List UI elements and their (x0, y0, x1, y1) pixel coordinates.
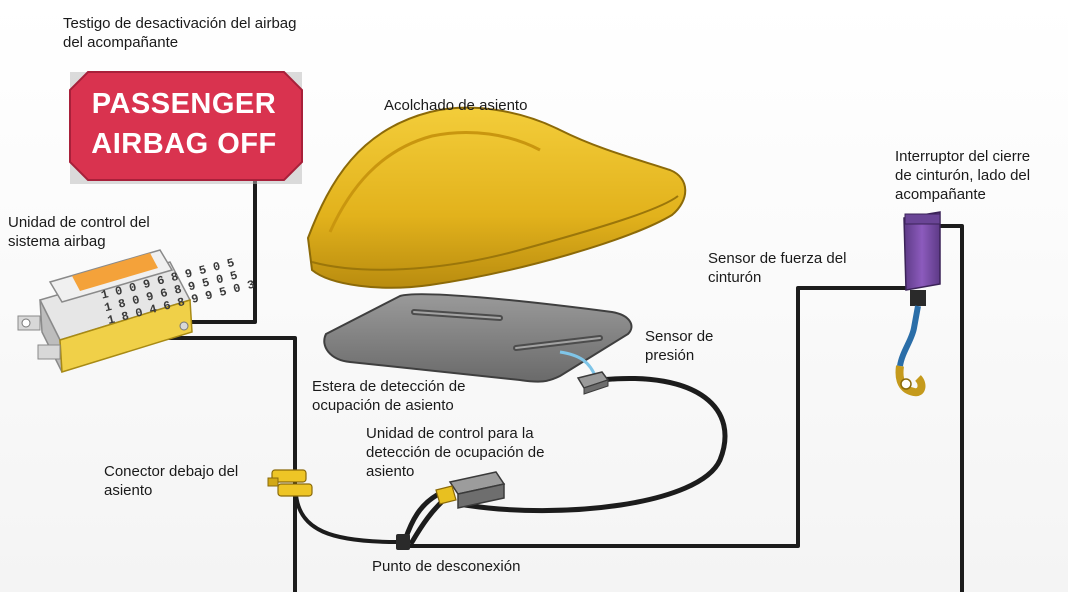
seat-connector (267, 469, 313, 497)
label-belt-switch: Interruptor del cierre de cinturón, lado… (895, 148, 1031, 203)
airbag-off-sign-text: PASSENGER AIRBAG OFF (91, 88, 277, 160)
unit-to-disconnect-cable-a (402, 492, 440, 543)
label-seat-connector: Conector debajo del asiento (104, 463, 239, 499)
connector-to-disconnect-wire (294, 493, 400, 544)
belt-switch-wire (938, 224, 964, 592)
airbag-off-lamp (69, 71, 303, 184)
seat-cushion (306, 106, 687, 289)
label-warning-lamp: Testigo de desactivación del airbag del … (63, 15, 297, 51)
pressure-sensor (576, 371, 610, 395)
ecu-to-connector-wire (130, 345, 290, 360)
airbag-control-unit (17, 249, 193, 373)
occupancy-control-unit (435, 471, 506, 509)
disconnect-point (396, 534, 410, 550)
belt-buckle-switch (895, 211, 941, 397)
label-pressure-sensor: Sensor de presión (645, 328, 714, 364)
label-belt-force-sensor: Sensor de fuerza del cinturón (708, 250, 847, 286)
occupancy-mat (323, 293, 633, 383)
ecu-main-wire (158, 336, 297, 592)
pressure-sensor-cable (462, 376, 728, 514)
lamp-wire (190, 176, 257, 324)
disconnect-to-belt-wire (408, 286, 907, 548)
label-seat-cushion: Acolchado de asiento (384, 97, 528, 114)
label-airbag-unit: Unidad de control del sistema airbag (8, 214, 150, 250)
label-occupancy-unit: Unidad de control para la detección de o… (366, 425, 545, 480)
label-disconnect-point: Punto de desconexión (372, 558, 521, 575)
label-occupancy-mat: Estera de detección de ocupación de asie… (312, 378, 466, 414)
